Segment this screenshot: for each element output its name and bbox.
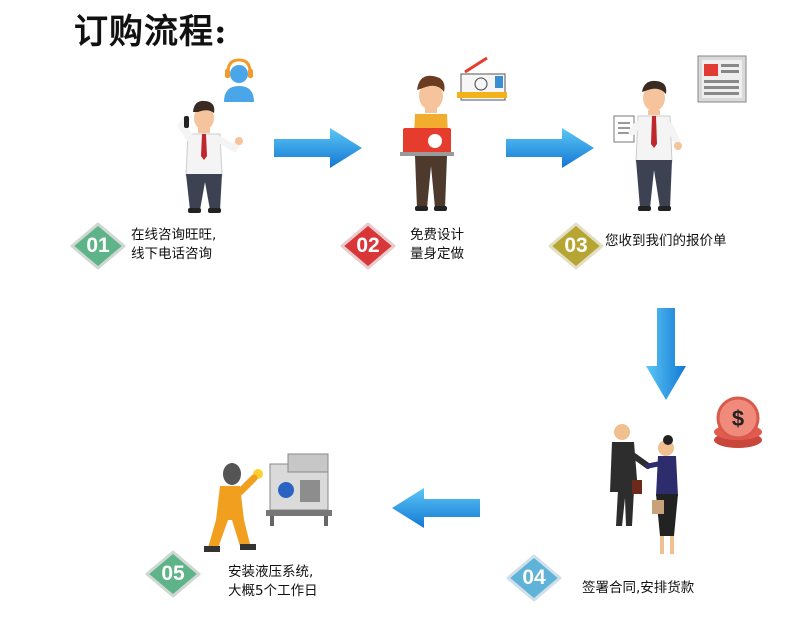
handshake-icon: $: [604, 396, 774, 562]
step-description: 您收到我们的报价单: [605, 232, 727, 251]
step-number: 01: [86, 234, 110, 257]
step-text-line: 线下电话咨询: [131, 246, 212, 262]
designer-with-laptop-icon: [395, 56, 515, 216]
arrow-left-icon: [390, 488, 480, 532]
step-text-line: 量身定做: [410, 246, 464, 262]
step-description: 签署合同,安排货款: [582, 579, 694, 598]
welder-icon: [196, 450, 346, 554]
svg-text:$: $: [732, 406, 744, 431]
step-number: 05: [161, 562, 185, 585]
step-description: 在线咨询旺旺, 线下电话咨询: [131, 226, 216, 264]
step-text-line: 在线咨询旺旺,: [131, 227, 217, 243]
step-badge: 04: [506, 554, 562, 602]
headset-support-icon: [224, 58, 254, 102]
arrow-right-icon: [506, 128, 596, 172]
step-text-line: 您收到我们的报价单: [605, 233, 727, 249]
businessman-on-phone-icon: [168, 56, 268, 216]
step-text-line: 签署合同,安排货款: [582, 580, 695, 596]
step-badge: 03: [548, 222, 604, 270]
step-description: 安装液压系统, 大概5个工作日: [228, 563, 318, 601]
step-badge: 05: [145, 550, 201, 598]
step-badge: 01: [70, 222, 126, 270]
step-badge: 02: [340, 222, 396, 270]
step-number: 04: [522, 566, 546, 589]
blueprint-tools-icon: [457, 56, 507, 101]
step-text-line: 安装液压系统,: [228, 564, 314, 580]
step-description: 免费设计 量身定做: [410, 226, 464, 264]
step-number: 03: [564, 234, 588, 257]
step-text-line: 大概5个工作日: [228, 583, 318, 599]
arrow-down-icon: [646, 308, 686, 404]
arrow-right-icon: [274, 128, 364, 172]
step-text-line: 免费设计: [410, 227, 464, 243]
newspaper-icon: [697, 55, 747, 103]
businessman-with-clipboard-icon: [606, 52, 756, 216]
hydraulic-machine-icon: [266, 453, 332, 526]
dollar-coin-icon: $: [714, 396, 762, 448]
page-title: 订购流程:: [74, 12, 228, 52]
step-number: 02: [356, 234, 380, 257]
